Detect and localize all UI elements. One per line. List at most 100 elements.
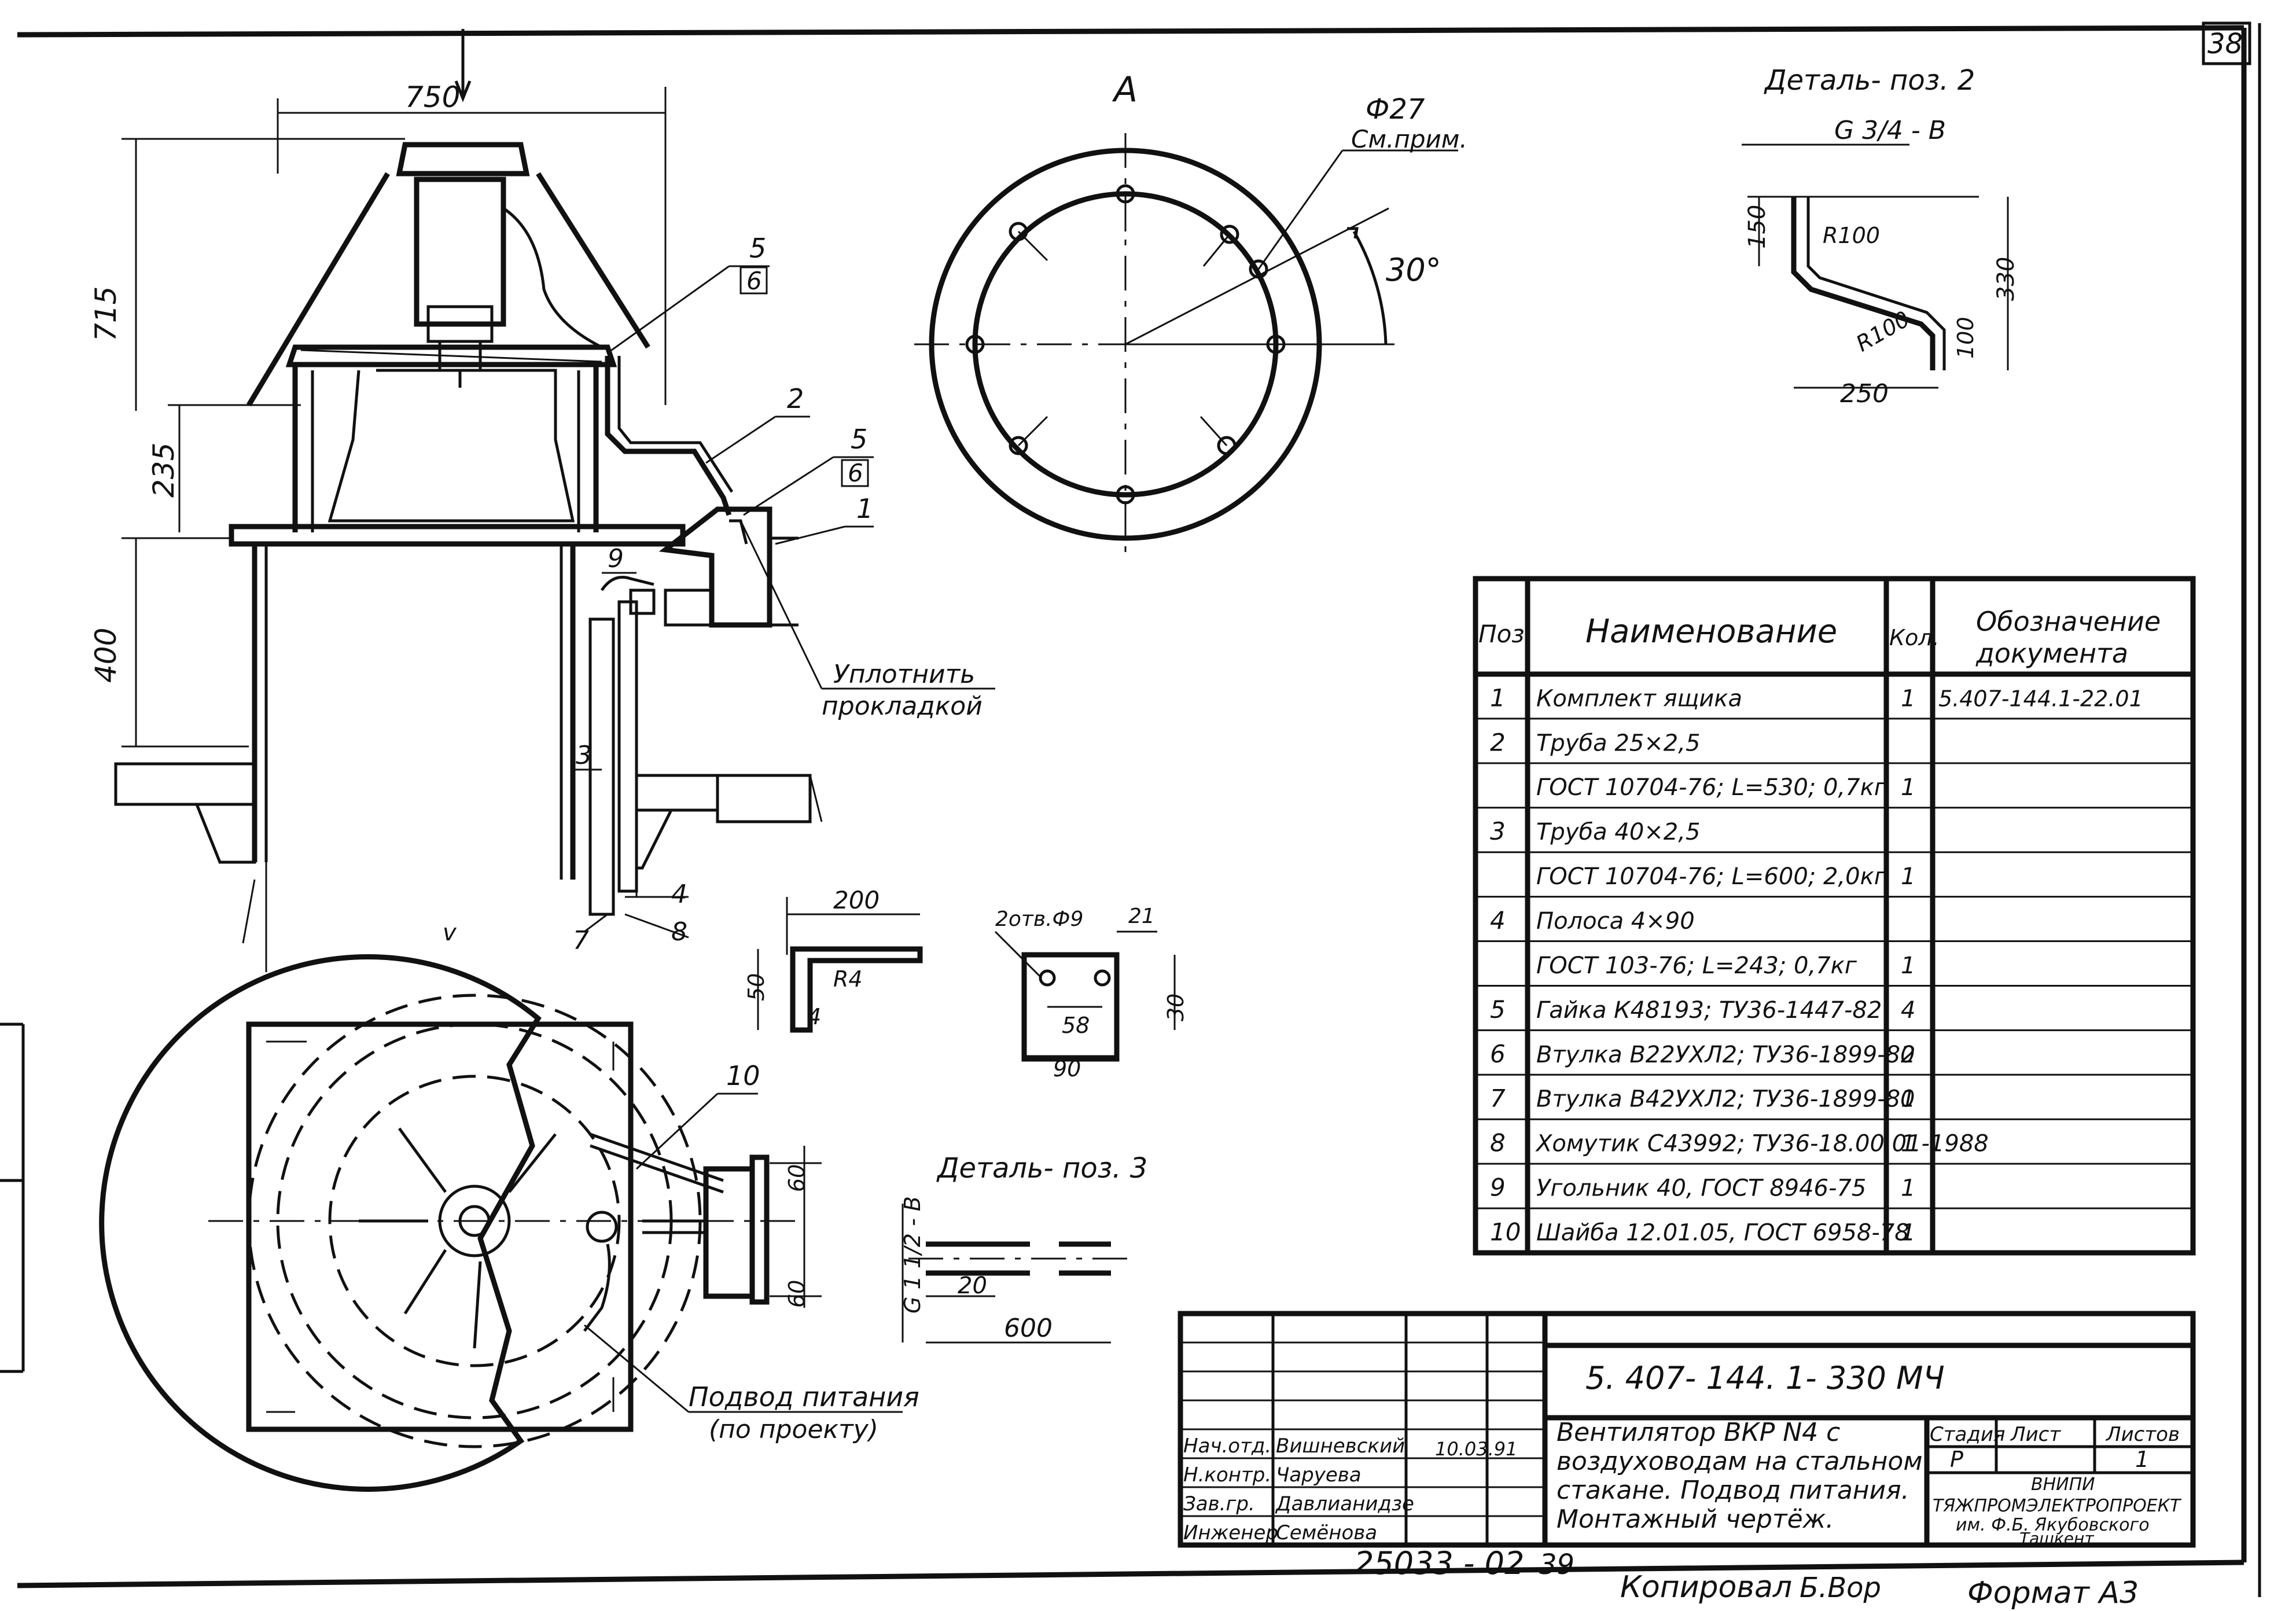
dim-60-bottom: 60 [784, 1280, 810, 1308]
plate-outline [1021, 952, 1120, 1062]
signer-name: Семёнова [1276, 1521, 1377, 1544]
signer-name: Чаруева [1276, 1463, 1362, 1487]
power-note-line1: Подвод питания [689, 1381, 919, 1413]
dim-330: 330 [1993, 257, 2019, 301]
spec-qty: 1 [1901, 863, 1915, 890]
copier-signature: Б.Вор [1800, 1572, 1881, 1604]
section-a-view: A 30° Ф27 См.прим. [914, 69, 1467, 556]
header-doc-2: документа [1975, 638, 2128, 669]
spec-qty: 1 [1901, 774, 1915, 801]
title-line1: Вентилятор ВКР N4 с [1557, 1418, 1840, 1447]
spec-name: ГОСТ 10704-76; L=600; 2,0кг [1536, 863, 1887, 890]
pipe-riser [588, 617, 615, 916]
signer-role: Инженер [1183, 1521, 1278, 1544]
header-pos: Поз. [1478, 620, 1532, 648]
spec-doc: 5.407-144.1-22.01 [1938, 686, 2143, 711]
section-a-label: A [1112, 69, 1138, 110]
spec-name: Полоса 4×90 [1536, 908, 1695, 935]
callout-1: 1 [856, 493, 873, 524]
signer-rows: Нач.отд.ВишневскийН.контр.ЧаруеваЗав.гр.… [1183, 1435, 1414, 1544]
spec-name: ГОСТ 10704-76; L=530; 0,7кг [1536, 774, 1887, 801]
inventory-sheet: 39 [1539, 1549, 1574, 1581]
spec-qty: 2 [1901, 1042, 1915, 1068]
detail-3-pipe [926, 1241, 1111, 1276]
dim-r4: R4 [833, 966, 863, 992]
dim-60-top: 60 [784, 1164, 810, 1192]
spec-qty: 1 [1901, 685, 1915, 712]
dim-30: 30 [1163, 994, 1189, 1021]
spec-qty: 1 [1901, 1175, 1915, 1202]
detail-4-plate: 2отв.Ф9 21 30 58 90 [994, 904, 1189, 1082]
spec-qty: 1 [1901, 952, 1915, 979]
dim-715: 715 [89, 286, 123, 341]
spec-qty: 1 [1901, 1219, 1915, 1246]
spec-table: Поз. Наименование Кол. Обозначение докум… [1473, 576, 2196, 1256]
dim-90: 90 [1053, 1056, 1081, 1082]
callout-8: 8 [671, 917, 687, 947]
spec-pos: 8 [1490, 1129, 1506, 1157]
spec-pos: 10 [1490, 1218, 1521, 1246]
steel-deck [229, 524, 686, 547]
spec-pos: 2 [1490, 728, 1506, 756]
plan-view: 60 60 10 Подвод питания (по проекту) [99, 954, 919, 1492]
spec-name: Шайба 12.01.05, ГОСТ 6958-78 [1536, 1219, 1909, 1246]
signer-role: Нач.отд. [1183, 1435, 1271, 1458]
stage-value: Р [1950, 1447, 1963, 1472]
hole-label: Ф27 [1366, 93, 1425, 126]
sign-date: 10.03.91 [1435, 1438, 1518, 1460]
org-line4: Ташкент [2019, 1529, 2094, 1548]
org-line1: ВНИПИ [2031, 1474, 2095, 1495]
dim-21: 21 [1128, 904, 1155, 928]
dim-100: 100 [1953, 317, 1978, 359]
signer-role: Зав.гр. [1183, 1492, 1255, 1516]
org-line2: ТЯЖПРОМЭЛЕКТРОПРОЕКТ [1933, 1496, 2182, 1516]
page-number: 38 [2207, 28, 2243, 60]
dim-200: 200 [833, 886, 880, 914]
dim-235: 235 [147, 443, 181, 498]
callout-5-top: 5 [749, 233, 766, 264]
angle-30: 30° [1386, 252, 1441, 288]
title-block: Нач.отд.ВишневскийН.контр.ЧаруеваЗав.гр.… [1178, 1311, 2196, 1548]
spec-pos: 1 [1490, 683, 1506, 712]
header-qty: Кол. [1889, 625, 1940, 650]
title-line2: воздуховодам на стальном [1557, 1447, 1923, 1476]
dim-150: 150 [1744, 205, 1771, 249]
elevation-view: 750 715 235 400 [89, 29, 995, 972]
callout-6-mid: 6 [848, 459, 863, 487]
format-label: Формат А3 [1967, 1576, 2139, 1610]
spec-name: Гайка К48193; ТУ36-1447-82 [1536, 997, 1882, 1024]
mounting-plate [285, 344, 617, 367]
title-line4: Монтажный чертёж. [1557, 1505, 1834, 1534]
spec-name: Хомутик С43992; ТУ36-18.00.01-1988 [1535, 1131, 1989, 1157]
spec-pos: 5 [1490, 995, 1506, 1024]
header-name: Наименование [1585, 613, 1837, 650]
spec-name: Втулка В22УХЛ2; ТУ36-1899-80 [1536, 1042, 1915, 1068]
detail-2-title: Деталь- поз. 2 [1764, 64, 1975, 97]
fan-hood [396, 142, 530, 176]
spec-pos: 3 [1490, 817, 1506, 845]
dim-50: 50 [744, 973, 769, 1001]
spec-pos: 9 [1490, 1174, 1506, 1202]
org-line3: им. Ф.Б. Якубовского [1956, 1515, 2150, 1535]
detail-3-title: Деталь- поз. 3 [936, 1152, 1147, 1185]
detail-3-thread: G 1 1/2 - B [900, 1196, 925, 1314]
header-doc-1: Обозначение [1976, 606, 2161, 637]
spec-name: Комплект ящика [1536, 685, 1742, 712]
stage-header: Стадия [1930, 1423, 2005, 1446]
designation: 5. 407- 144. 1- 330 МЧ [1585, 1360, 1945, 1396]
fan-motor [414, 176, 506, 327]
fan-blades [359, 1127, 557, 1349]
page-number-box [2202, 21, 2251, 65]
power-note-line2: (по проекту) [709, 1415, 878, 1444]
callout-5-mid: 5 [851, 424, 867, 455]
spec-name: Труба 40×2,5 [1536, 819, 1700, 845]
sheets-value: 1 [2135, 1447, 2149, 1472]
spec-name: Втулка В42УХЛ2; ТУ36-1899-80 [1536, 1086, 1915, 1113]
holes-label: 2отв.Ф9 [995, 907, 1083, 931]
tube-pos-2 [605, 356, 732, 516]
spec-name: ГОСТ 103-76; L=243; 0,7кг [1536, 952, 1857, 979]
dim-750: 750 [405, 80, 460, 114]
spec-qty: 4 [1901, 997, 1915, 1024]
